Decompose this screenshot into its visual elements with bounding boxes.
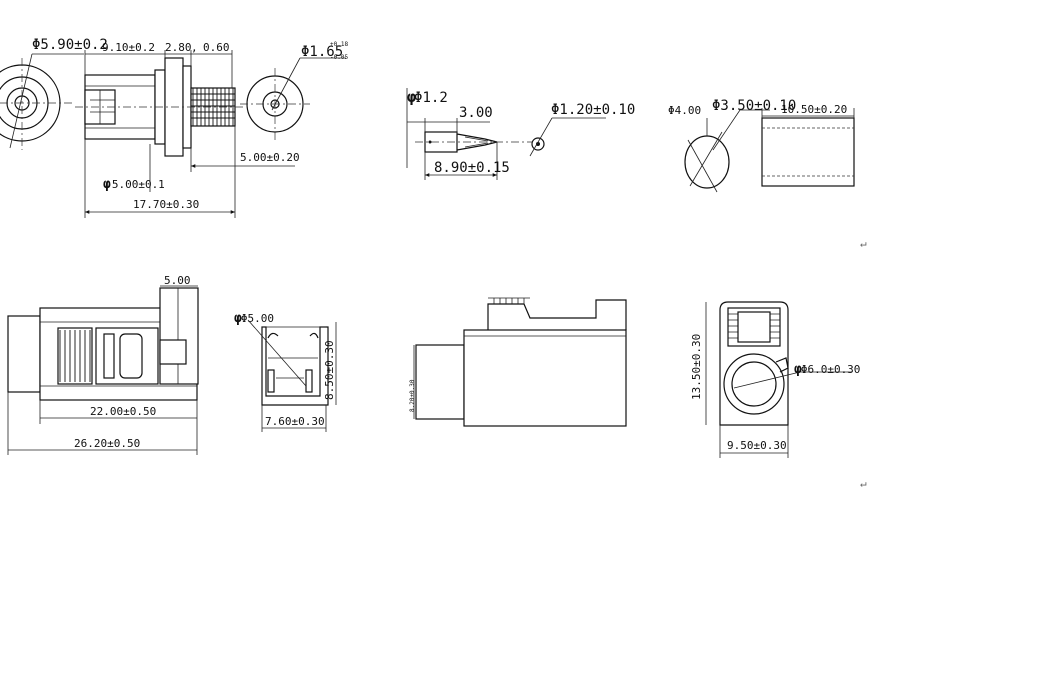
plug-end-view: Φ5.90±0.2 (0, 37, 108, 150)
housing-side-view: 8.20±0.30 (409, 297, 627, 427)
housing-front-width-label: 9.50±0.30 (727, 439, 787, 452)
housing-port-dia-label: φΦ5.00 (234, 311, 274, 326)
plug-side-view: 9.10±0.2 2.80 , 0.60 5.00±0.20 φ5.00±0.1… (75, 41, 300, 218)
ferrule-view: Φ4.00 Φ3.50±0.10 10.50±0.20 (668, 98, 855, 193)
housing-latch-width-label: 5.00 (164, 274, 191, 287)
ferrule-outer-dia-label: Φ3.50±0.10 (712, 98, 796, 114)
pin-tip-length-label: 3.00 (459, 105, 493, 121)
plug-gap-length-label: 0.60 (203, 41, 230, 54)
pin-dia-label: Φ1.20±0.10 (551, 102, 635, 118)
paragraph-mark: ↵ (860, 237, 867, 250)
plug-flange-length-label: 2.80 (165, 41, 192, 54)
plug-total-length-label: 17.70±0.30 (133, 198, 199, 211)
housing-end-height-label: 8.50±0.30 (323, 340, 336, 400)
plug-rear-view: Φ1.65 +0.18 -0.05 (240, 41, 348, 140)
pin-head-dia-label: φΦ1.2 (407, 88, 448, 106)
housing-front-view: φΦ6.0±0.30 13.50±0.30 9.50±0.30 (690, 301, 860, 458)
housing-front-height-label: 13.50±0.30 (690, 334, 703, 400)
housing-side-height-label: 8.20±0.30 (409, 379, 416, 412)
housing-end-view: φΦ5.00 8.50±0.30 7.60±0.30 (234, 311, 337, 432)
housing-top-view: 5.00 22.00±0.50 26.20±0.50 (7, 274, 199, 455)
paragraph-mark: ↵ (860, 477, 867, 490)
contact-pin-view: φΦ1.2 3.00 Φ1.20±0.10 8.90±0.15 (406, 88, 635, 180)
svg-text:,: , (191, 41, 198, 54)
housing-body-length-label: 22.00±0.50 (90, 405, 156, 418)
ferrule-inner-dia-label: Φ4.00 (668, 104, 701, 117)
plug-flange-dia-label: φ5.00±0.1 (103, 177, 165, 192)
plug-bore-tol-lower: -0.05 (330, 54, 348, 61)
plug-bore-tol-upper: +0.18 (330, 41, 348, 48)
pin-length-label: 8.90±0.15 (434, 160, 510, 176)
housing-total-length-label: 26.20±0.50 (74, 437, 140, 450)
plug-end-dia-label: Φ5.90±0.2 (32, 37, 108, 53)
plug-crimp-length-label: 5.00±0.20 (240, 151, 300, 164)
plug-bore-dia-label: Φ1.65 (301, 44, 343, 60)
plug-body-length-label: 9.10±0.2 (102, 41, 155, 54)
ferrule-length-label: 10.50±0.20 (781, 103, 847, 116)
housing-end-width-label: 7.60±0.30 (265, 415, 325, 428)
housing-front-port-dia-label: φΦ6.0±0.30 (794, 362, 860, 377)
